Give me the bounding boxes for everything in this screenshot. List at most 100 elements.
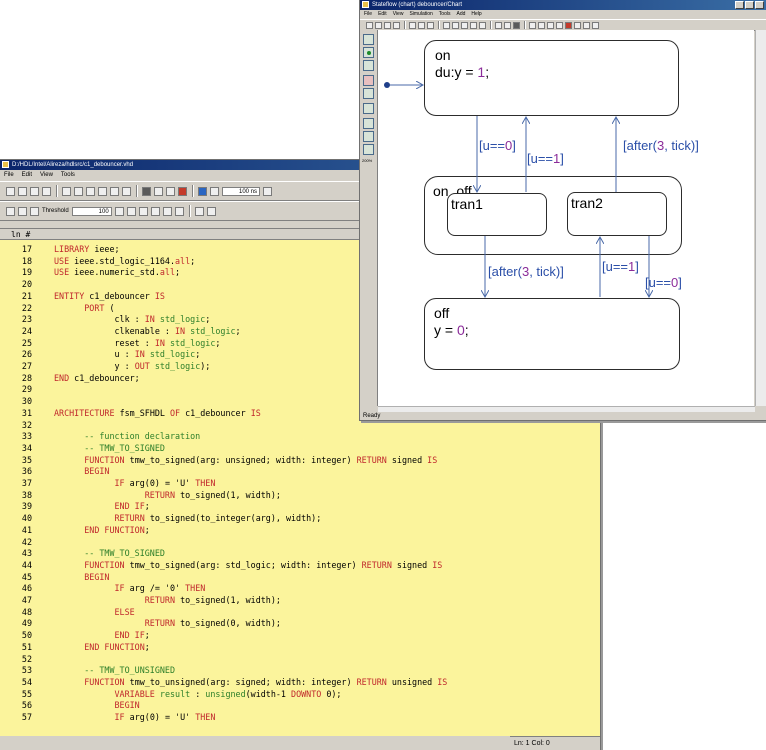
question-icon[interactable]: [150, 206, 160, 216]
simulate-icon[interactable]: [154, 186, 163, 196]
code-line[interactable]: 53 -- TMW_TO_UNSIGNED: [0, 665, 600, 677]
sf-vertical-scrollbar[interactable]: [755, 30, 766, 406]
label-t5[interactable]: [u==1]: [602, 259, 639, 274]
label-t1[interactable]: [u==0]: [479, 138, 516, 153]
code-line[interactable]: 54 FUNCTION tmw_to_unsigned(arg: signed;…: [0, 677, 600, 689]
threshold-stepper-icon[interactable]: [114, 206, 124, 216]
arrow-icon[interactable]: [174, 206, 184, 216]
open-file-icon[interactable]: [18, 186, 27, 196]
code-line[interactable]: 30: [0, 396, 600, 408]
label-t6[interactable]: [u==0]: [645, 275, 682, 290]
sf-build-icon[interactable]: [529, 21, 536, 29]
code-line[interactable]: 35 FUNCTION tmw_to_signed(arg: unsigned;…: [0, 455, 600, 467]
code-line[interactable]: 44 FUNCTION tmw_to_signed(arg: std_logic…: [0, 560, 600, 572]
sf-paste-icon[interactable]: [427, 21, 434, 29]
undo-icon[interactable]: [98, 186, 107, 196]
sf-horizontal-scrollbar[interactable]: [378, 406, 755, 414]
sf-menu-view[interactable]: View: [392, 11, 404, 17]
sf-save-icon[interactable]: [384, 21, 391, 29]
sf-play-icon[interactable]: [495, 21, 502, 29]
sf-print-icon[interactable]: [393, 21, 400, 29]
state-tool-icon[interactable]: [363, 34, 374, 45]
code-line[interactable]: 49 RETURN to_signed(0, width);: [0, 618, 600, 630]
simulink-function-icon[interactable]: [363, 144, 374, 155]
sf-back-icon[interactable]: [461, 21, 468, 29]
box-icon[interactable]: [363, 131, 374, 142]
breakpoint-icon[interactable]: [194, 206, 204, 216]
run-icon[interactable]: [263, 186, 272, 196]
time-input[interactable]: 100 ns: [222, 186, 260, 196]
state-off[interactable]: off y = 0;: [424, 298, 680, 370]
cut-icon[interactable]: [62, 186, 71, 196]
code-line[interactable]: 22 PORT (: [0, 303, 600, 315]
code-line[interactable]: 36 BEGIN: [0, 466, 600, 478]
code-line[interactable]: 20: [0, 279, 600, 291]
default-transition-icon[interactable]: [363, 60, 374, 71]
code-line[interactable]: 57 IF arg(0) = 'U' THEN: [0, 712, 600, 724]
step-up-icon[interactable]: [198, 186, 207, 196]
menu-view[interactable]: View: [40, 172, 53, 178]
sf-forward-icon[interactable]: [470, 21, 477, 29]
code-line[interactable]: 46 IF arg /= '0' THEN: [0, 583, 600, 595]
wave-icon[interactable]: [166, 186, 175, 196]
sf-parent-icon[interactable]: [583, 21, 590, 29]
code-line[interactable]: 52: [0, 654, 600, 666]
code-line[interactable]: 55 VARIABLE result : unsigned(width-1 DO…: [0, 689, 600, 701]
sf-menu-tools[interactable]: Tools: [438, 11, 451, 17]
code-line[interactable]: 25 reset : IN std_logic;: [0, 338, 600, 350]
sf-maximize-button[interactable]: [745, 1, 754, 9]
sf-new-icon[interactable]: [366, 21, 373, 29]
code-line[interactable]: 38 RETURN to_signed(1, width);: [0, 490, 600, 502]
sf-minimize-button[interactable]: [735, 1, 744, 9]
align-top-icon[interactable]: [30, 206, 39, 216]
state-tran2[interactable]: tran2: [567, 192, 667, 236]
document-icon[interactable]: [206, 206, 216, 216]
code-line[interactable]: 43 -- TMW_TO_SIGNED: [0, 548, 600, 560]
connective-junction-icon[interactable]: [363, 75, 374, 86]
code-line[interactable]: 32: [0, 420, 600, 432]
code-line[interactable]: 56 BEGIN: [0, 700, 600, 712]
stateflow-title-bar[interactable]: Stateflow (chart) debouncer/Chart: [360, 0, 766, 10]
redo-icon[interactable]: [110, 186, 119, 196]
sf-copy-icon[interactable]: [418, 21, 425, 29]
label-t3[interactable]: [after(3, tick)]: [623, 138, 699, 153]
code-line[interactable]: 47 RETURN to_signed(1, width);: [0, 595, 600, 607]
sf-menu-add[interactable]: Add: [456, 11, 466, 17]
history-junction-icon[interactable]: [363, 47, 374, 58]
function-icon[interactable]: [363, 103, 374, 114]
code-line[interactable]: 45 BEGIN: [0, 572, 600, 584]
sf-debug-icon[interactable]: [538, 21, 545, 29]
code-line[interactable]: 24 clkenable : IN std_logic;: [0, 326, 600, 338]
code-line[interactable]: 27 y : OUT std_logic);: [0, 361, 600, 373]
sf-close-button[interactable]: [755, 1, 764, 9]
sf-zoom-icon[interactable]: [592, 21, 599, 29]
code-line[interactable]: 23 clk : IN std_logic;: [0, 314, 600, 326]
copy-icon[interactable]: [74, 186, 83, 196]
save-icon[interactable]: [30, 186, 39, 196]
sigma-icon[interactable]: [126, 206, 136, 216]
sf-menu-edit[interactable]: Edit: [378, 11, 387, 17]
sf-pause-icon[interactable]: [504, 21, 511, 29]
sf-explorer-icon[interactable]: [547, 21, 554, 29]
embedded-function-icon[interactable]: [363, 118, 374, 129]
run-time-icon[interactable]: [210, 186, 219, 196]
code-line[interactable]: 50 END IF;: [0, 630, 600, 642]
print-icon[interactable]: [42, 186, 51, 196]
sf-find-icon[interactable]: [556, 21, 563, 29]
sf-up-icon[interactable]: [479, 21, 486, 29]
sf-undo-icon[interactable]: [443, 21, 450, 29]
align-center-icon[interactable]: [18, 206, 27, 216]
menu-file[interactable]: File: [4, 172, 14, 178]
code-line[interactable]: 41 END FUNCTION;: [0, 525, 600, 537]
menu-tools[interactable]: Tools: [60, 172, 75, 178]
label-t2[interactable]: [u==1]: [527, 151, 564, 166]
code-line[interactable]: 51 END FUNCTION;: [0, 642, 600, 654]
x-icon[interactable]: [162, 206, 172, 216]
menu-edit[interactable]: Edit: [21, 172, 33, 178]
sf-target-icon[interactable]: [565, 21, 572, 29]
sf-open-icon[interactable]: [375, 21, 382, 29]
